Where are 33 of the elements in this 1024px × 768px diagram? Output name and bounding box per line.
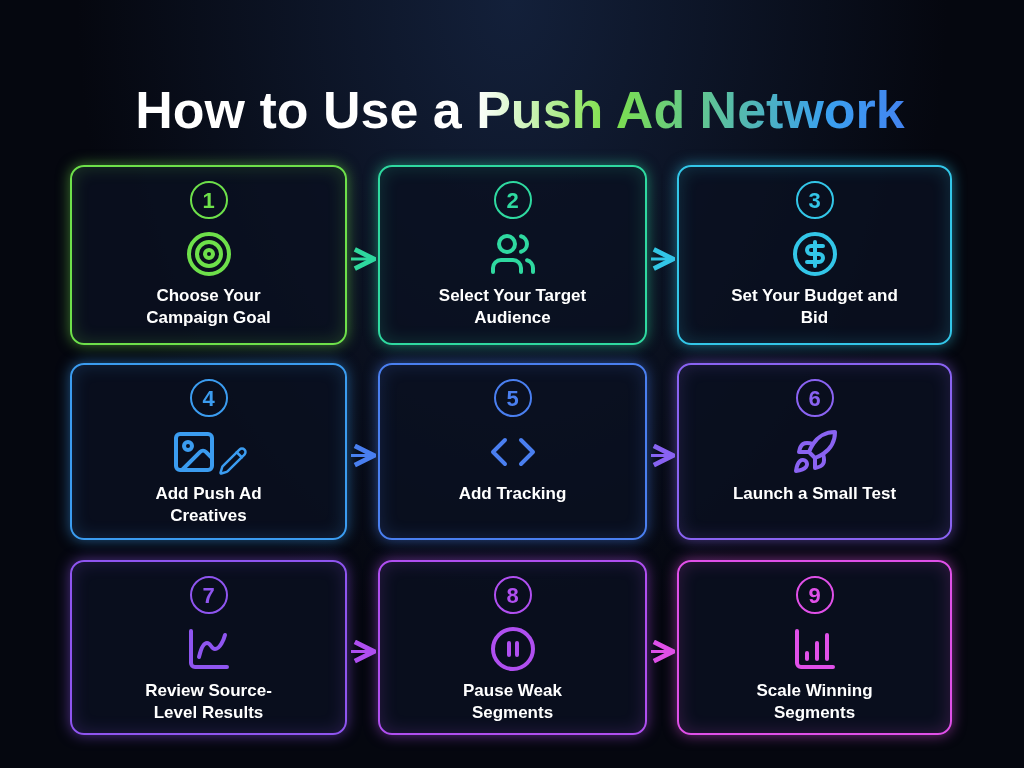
step-number: 5 <box>493 379 532 417</box>
step-label: Scale Winning Segments <box>755 680 874 724</box>
step-card <box>677 560 952 735</box>
step-card <box>378 165 647 345</box>
step-card <box>70 165 347 345</box>
arrow <box>351 639 377 664</box>
step-number: 1 <box>189 181 228 219</box>
arrow <box>351 443 377 468</box>
step-number: 7 <box>189 576 228 614</box>
step-number: 6 <box>795 379 834 417</box>
step-card <box>70 363 347 540</box>
step-label: Review Source-Level Results <box>144 680 273 724</box>
step-label: Add Push Ad Creatives <box>154 483 263 527</box>
step-label: Select Your Target Audience <box>437 285 588 329</box>
step-label: Set Your Budget and Bid <box>730 285 899 329</box>
arrow <box>651 639 676 664</box>
arrow <box>651 443 676 468</box>
arrow <box>351 247 377 271</box>
step-label: Pause Weak Segments <box>462 680 563 724</box>
step-card <box>677 165 952 345</box>
step-label: Launch a Small Test <box>732 483 897 505</box>
step-number: 8 <box>493 576 532 614</box>
step-card <box>70 560 347 735</box>
arrow <box>651 247 676 271</box>
step-label: Choose Your Campaign Goal <box>145 285 272 329</box>
step-card <box>378 560 647 735</box>
step-label: Add Tracking <box>458 483 567 505</box>
step-number: 3 <box>795 181 834 219</box>
step-number: 9 <box>795 576 834 614</box>
step-card <box>378 363 647 540</box>
step-number: 4 <box>189 379 228 417</box>
step-number: 2 <box>493 181 532 219</box>
step-card <box>677 363 952 540</box>
